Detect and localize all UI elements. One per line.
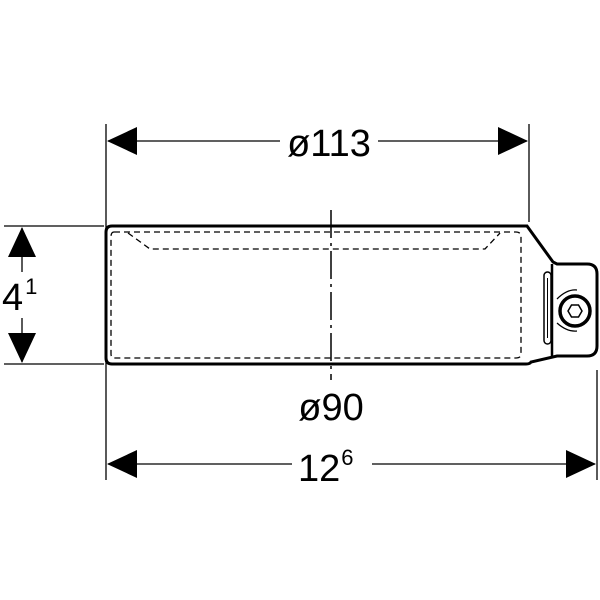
body-outline bbox=[104, 224, 599, 366]
body-inner-dashed-contour bbox=[110, 231, 522, 359]
dimension-height: 41 bbox=[2, 227, 37, 363]
arrowhead-height-top bbox=[8, 227, 36, 257]
dimension-top-diameter: ø113 bbox=[107, 123, 528, 165]
dimension-label-length-main: 12 bbox=[298, 448, 340, 490]
arrowhead-length-right bbox=[566, 450, 596, 478]
dimension-label-total-length: 126 bbox=[298, 445, 354, 490]
dimension-label-height-sup: 1 bbox=[25, 274, 37, 299]
clamp-arc-top bbox=[556, 289, 578, 300]
arrowhead-length-left bbox=[107, 450, 137, 478]
clamp-slot bbox=[543, 271, 552, 345]
dimension-total-length: 126 bbox=[107, 445, 596, 490]
arrowhead-top-right bbox=[498, 127, 528, 155]
inner-tray-dashed bbox=[127, 232, 501, 250]
clamp-arc-bottom bbox=[556, 322, 578, 332]
dimension-label-inner-diameter: ø90 bbox=[298, 387, 363, 429]
body-outer-contour bbox=[104, 224, 599, 366]
clamp-fastener bbox=[543, 264, 592, 356]
screw-head bbox=[558, 294, 592, 328]
dimension-label-height-main: 4 bbox=[2, 277, 23, 319]
arrowhead-height-bottom bbox=[8, 333, 36, 363]
hex-socket-icon bbox=[567, 304, 583, 318]
arrowhead-top-left bbox=[107, 127, 137, 155]
dimension-label-length-sup: 6 bbox=[341, 445, 353, 470]
dimension-label-height: 41 bbox=[2, 274, 37, 319]
dimension-label-top-diameter: ø113 bbox=[287, 123, 371, 165]
